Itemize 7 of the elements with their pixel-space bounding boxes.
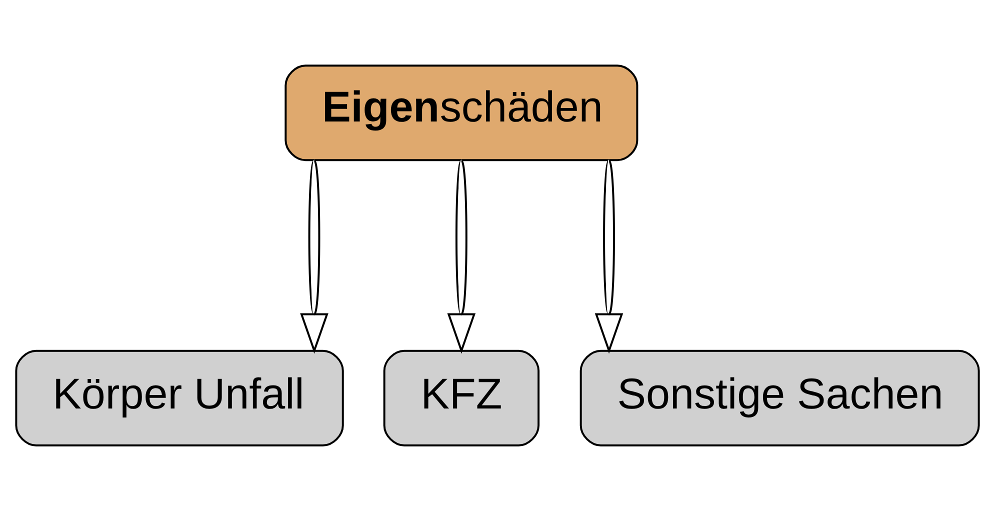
node-box: Eigenschäden xyxy=(284,64,638,162)
node-box: Körper Unfall xyxy=(14,350,344,446)
node-box: Sonstige Sachen xyxy=(579,350,980,446)
arrow xyxy=(446,160,476,354)
arrow xyxy=(594,160,623,354)
node-box: KFZ xyxy=(382,350,540,446)
arrow xyxy=(300,160,328,354)
